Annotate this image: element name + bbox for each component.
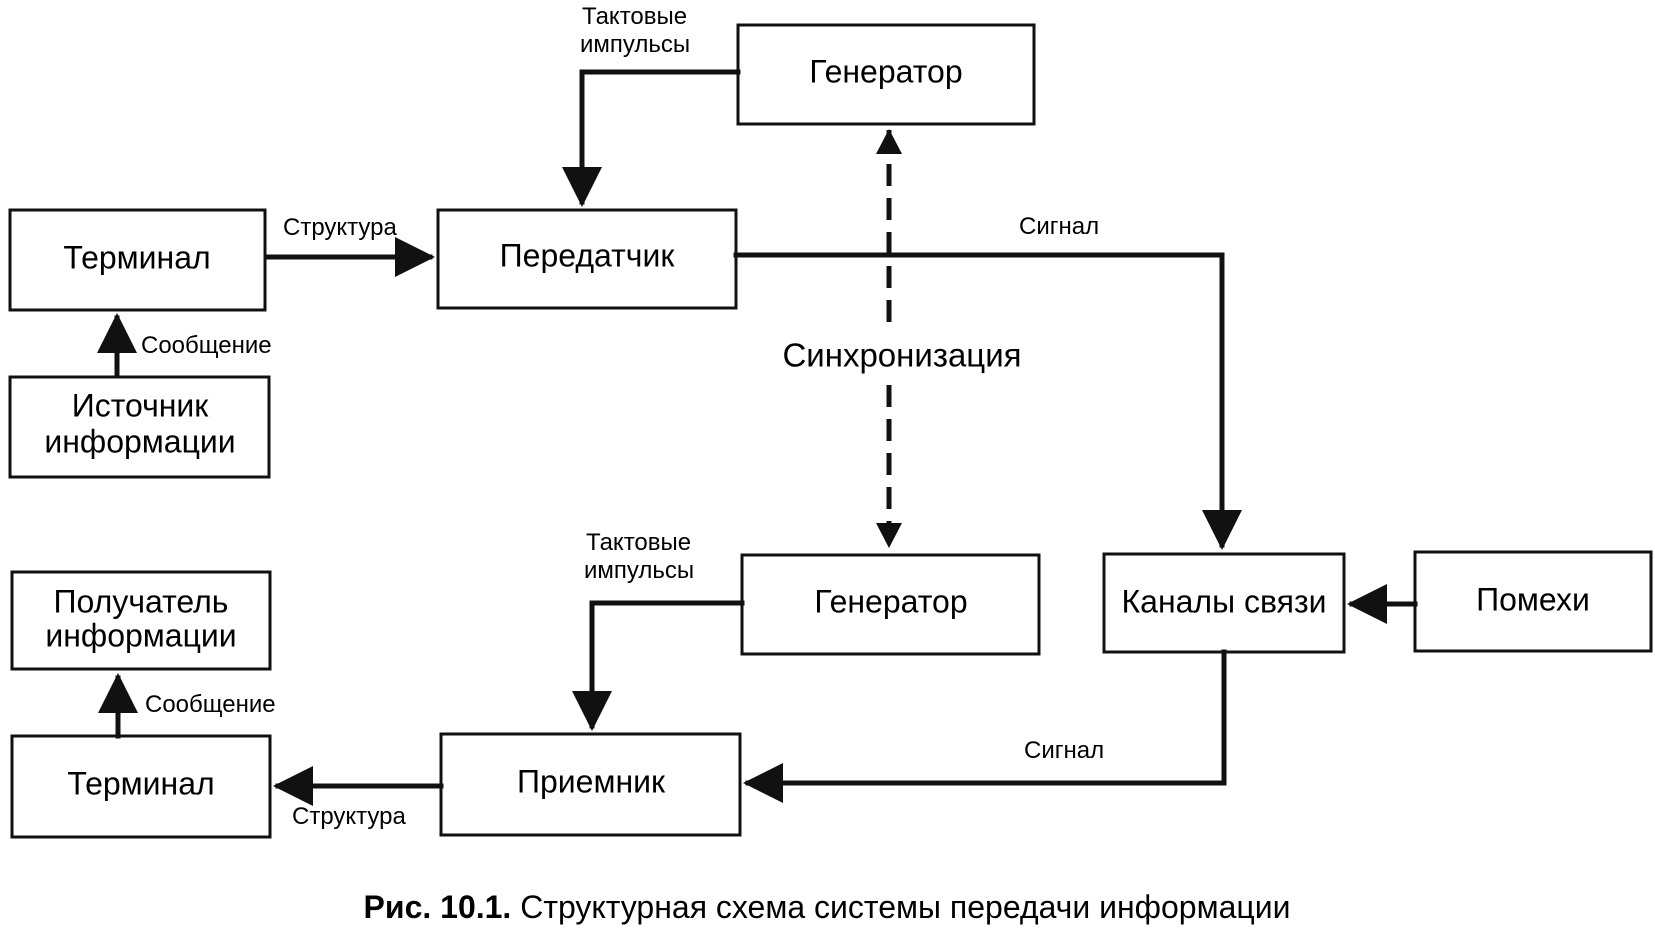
caption-text: Структурная схема системы передачи инфор… xyxy=(511,889,1290,925)
terminal-top-box xyxy=(8,208,267,312)
terminal-top-label: Терминал xyxy=(63,239,210,275)
recipient-label-line-1: Получатель xyxy=(54,583,229,619)
caption-prefix: Рис. 10.1. xyxy=(364,889,512,925)
receiver-label: Приемник xyxy=(517,763,666,799)
figure-caption: Рис. 10.1. Структурная схема системы пер… xyxy=(364,889,1291,925)
terminal-bottom-box xyxy=(10,734,272,839)
top-clock-label-line-1: Тактовые xyxy=(582,3,687,30)
bottom-clock-arrow xyxy=(572,600,745,731)
source-label-line-1: Источник xyxy=(72,387,210,423)
terminal-bottom-label: Терминал xyxy=(67,765,214,801)
top-signal-label: Сигнал xyxy=(1019,213,1099,240)
sync-label: Синхронизация xyxy=(782,337,1021,374)
sync-arrow-down xyxy=(876,523,902,548)
bottom-structure-label: Структура xyxy=(292,803,407,830)
source-box xyxy=(8,375,271,479)
bottom-signal-line xyxy=(743,649,1227,803)
transmitter-box xyxy=(436,208,738,310)
source-label-line-2: информации xyxy=(44,423,235,459)
bottom-signal-label: Сигнал xyxy=(1024,737,1104,764)
bottom-clock-label-line-1: Тактовые xyxy=(586,529,691,556)
top-signal-line xyxy=(733,252,1242,550)
top-structure-label: Структура xyxy=(283,214,398,241)
bottom-clock-label-line-2: импульсы xyxy=(584,557,694,584)
generator-bottom-label: Генератор xyxy=(814,583,967,619)
bottom-message-label: Сообщение xyxy=(145,691,276,718)
sync-arrow-up xyxy=(876,129,902,154)
noise-label: Помехи xyxy=(1476,581,1590,617)
generator-top-box xyxy=(736,23,1036,126)
top-clock-label-line-2: импульсы xyxy=(580,31,690,58)
recipient-box xyxy=(10,570,272,671)
transmitter-label: Передатчик xyxy=(500,237,676,273)
channel-label: Каналы связи xyxy=(1122,583,1327,619)
generator-top-label: Генератор xyxy=(809,53,962,89)
recipient-label-line-2: информации xyxy=(45,617,236,653)
top-message-label: Сообщение xyxy=(141,332,272,359)
top-clock-arrow xyxy=(562,69,741,207)
